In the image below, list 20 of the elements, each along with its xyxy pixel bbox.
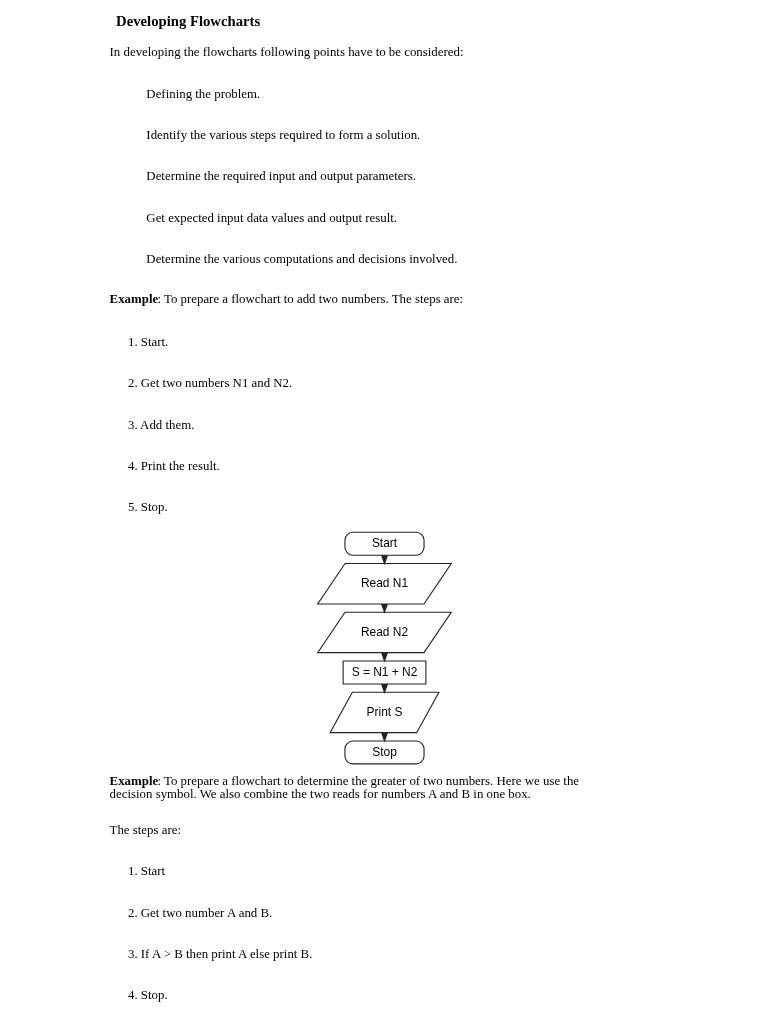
label: Get expected input data values and output result. (145, 210, 397, 225)
label: 2. Get two numbers N1 and N2. (127, 376, 292, 391)
label: Determine the required input and output parameters. (145, 169, 416, 184)
node-box: Stop (343, 740, 425, 765)
label: 2. Get two number A and B. (127, 905, 272, 920)
label: 3. If A > B then print A else print B. (127, 947, 312, 962)
label: 4. Stop. (127, 988, 168, 1003)
label: The steps are: (109, 822, 181, 837)
label: Defining the problem. (145, 86, 260, 101)
label: Example: To prepare a flowchart to determine the greater of two numbers. Here we use the decision symbol. We also combine the two reads for numbers A and B in one box. (109, 774, 579, 802)
label: Determine the various computations and decisions involved. (145, 252, 457, 267)
label: In developing the flowcharts following points have to be considered: (109, 45, 463, 60)
label: 1. Start (127, 864, 165, 879)
label: 1. Start. (127, 334, 168, 349)
label: 5. Stop. (127, 500, 168, 515)
label: 4. Print the result. (127, 458, 220, 473)
label: Identify the various steps required to form a solution. (145, 127, 420, 142)
diagram-title: Developing Flowcharts (115, 13, 260, 30)
label: Example: To prepare a flowchart to add two numbers. The steps are: (109, 292, 463, 307)
label: 3. Add them. (127, 417, 194, 432)
